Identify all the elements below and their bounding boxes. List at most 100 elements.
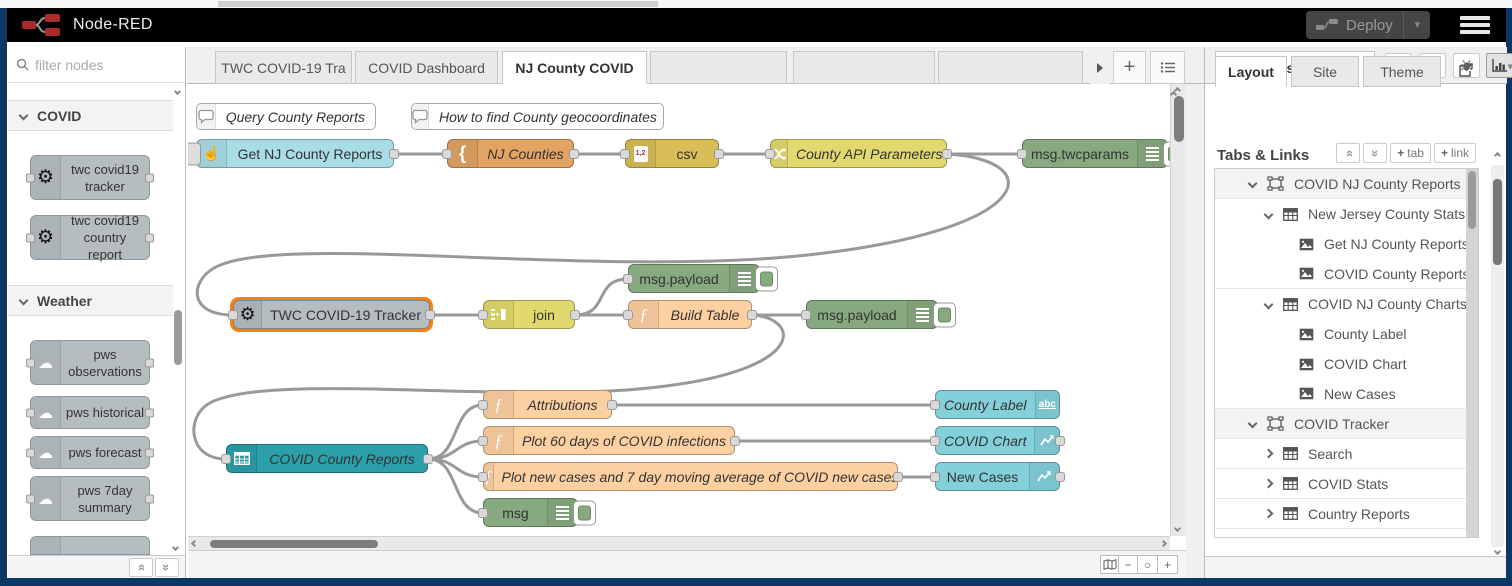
palette-node-clipped[interactable] — [30, 536, 150, 555]
node-debug-msg-payload-1[interactable]: msg.payload — [623, 264, 778, 293]
sidebar-scrollbar[interactable] — [1491, 165, 1504, 547]
node-function-build-table[interactable]: ƒ Build Table — [623, 300, 757, 329]
sidebar-options-caret[interactable]: ▾ — [1507, 61, 1512, 73]
tree-item-new-jersey-county-stats[interactable]: New Jersey County Stats — [1215, 199, 1478, 229]
expand-all-button[interactable]: » — [1363, 143, 1388, 163]
port-in[interactable] — [478, 507, 488, 518]
search-input[interactable] — [35, 56, 165, 73]
port-in[interactable] — [801, 309, 811, 320]
debug-toggle-button[interactable] — [755, 266, 778, 291]
deploy-button[interactable]: Deploy ▾ — [1306, 11, 1430, 39]
port-in[interactable] — [442, 148, 452, 159]
port-in[interactable] — [478, 309, 488, 320]
port-in[interactable] — [620, 148, 630, 159]
chevron-right-icon[interactable] — [1263, 508, 1274, 519]
collapse-all-button[interactable]: » — [1336, 143, 1361, 163]
node-ui-table-covid-county-reports[interactable]: COVID County Reports — [221, 444, 433, 473]
flow-tab-covid-dashboard[interactable]: COVID Dashboard — [355, 51, 498, 84]
node-function-plot-60-days[interactable]: ƒ Plot 60 days of COVID infections — [478, 426, 740, 455]
flow-tab-nj-county-covid[interactable]: NJ County COVID — [502, 51, 647, 84]
tree-item-county-label[interactable]: County Label — [1215, 319, 1478, 349]
port-out[interactable] — [747, 309, 757, 320]
scrollbar-thumb[interactable] — [210, 540, 378, 548]
tree-item-covid-tracker[interactable]: COVID Tracker — [1215, 409, 1478, 439]
node-change-county-api-parameters[interactable]: County API Parameters — [765, 139, 952, 168]
debug-bug-button[interactable] — [1453, 53, 1480, 78]
zoom-out-button[interactable]: − — [1118, 555, 1138, 574]
palette-scroll-down-icon[interactable] — [171, 543, 180, 552]
port-out[interactable] — [893, 471, 903, 482]
palette-search[interactable] — [8, 47, 185, 83]
debug-toggle-button[interactable] — [1163, 141, 1170, 166]
node-csv[interactable]: 1,2 csv — [620, 139, 724, 168]
palette-category-weather[interactable]: Weather — [8, 285, 173, 316]
debug-toggle-button[interactable] — [933, 302, 956, 327]
port-out[interactable] — [607, 399, 617, 410]
zoom-in-button[interactable]: + — [1158, 555, 1178, 574]
palette-category-covid[interactable]: COVID — [8, 100, 173, 131]
chevron-right-icon[interactable] — [1263, 448, 1274, 459]
add-tab-button[interactable]: +tab — [1390, 143, 1431, 163]
port-in[interactable] — [765, 148, 775, 159]
flow-list-button[interactable] — [1150, 51, 1185, 84]
comment-node-query-county-reports[interactable]: Query County Reports — [196, 103, 376, 130]
palette-scrollbar[interactable] — [173, 91, 183, 543]
tab-theme[interactable]: Theme — [1363, 56, 1441, 87]
port-out[interactable] — [569, 148, 579, 159]
expand-all-button[interactable]: » — [155, 557, 179, 577]
tree-item-country-reports[interactable]: Country Reports — [1215, 499, 1478, 529]
port-in[interactable] — [478, 399, 488, 410]
tree-item-get-nj-county-reports[interactable]: Get NJ County Reports — [1215, 229, 1478, 259]
port-in[interactable] — [930, 435, 940, 446]
port-in[interactable] — [478, 435, 488, 446]
collapse-all-button[interactable]: » — [129, 557, 153, 577]
tab-scroll-right-button[interactable] — [1090, 51, 1110, 84]
palette-node-twc-covid19-country-report[interactable]: ⚙ twc covid19 country report — [26, 213, 154, 262]
node-join[interactable]: join — [478, 300, 580, 329]
port-out[interactable] — [714, 148, 724, 159]
palette-node-pws-7day-summary[interactable]: ☁ pws 7day summary — [26, 476, 154, 521]
port-out[interactable] — [389, 148, 399, 159]
port-out[interactable] — [425, 309, 435, 320]
chevron-down-icon[interactable] — [1263, 299, 1274, 309]
port-out[interactable] — [423, 453, 433, 464]
palette-node-pws-observations[interactable]: ☁ pws observations — [26, 340, 154, 385]
port-out[interactable] — [730, 435, 740, 446]
port-in[interactable] — [930, 471, 940, 482]
node-ui-chart-new-cases[interactable]: New Cases — [930, 462, 1065, 491]
palette-scrollbar-thumb[interactable] — [174, 310, 182, 365]
deploy-dropdown-caret[interactable]: ▾ — [1403, 11, 1430, 39]
flow-tab-empty[interactable] — [938, 51, 1083, 84]
flow-canvas[interactable]: Query County Reports How to find County … — [188, 84, 1170, 536]
chevron-right-icon[interactable] — [1263, 478, 1274, 489]
scroll-down-icon[interactable] — [1173, 524, 1182, 533]
node-function-attributions[interactable]: ƒ Attributions — [478, 390, 617, 419]
chevron-down-icon[interactable] — [1247, 178, 1258, 189]
node-debug-msg-payload-2[interactable]: msg.payload — [801, 300, 956, 329]
tree-item-covid-county-reports[interactable]: COVID County Reports — [1215, 259, 1478, 289]
port-out[interactable] — [1055, 435, 1065, 446]
tab-layout[interactable]: Layout — [1215, 56, 1287, 87]
node-template-nj-counties[interactable]: { NJ Counties — [442, 139, 579, 168]
palette-node-twc-covid19-tracker[interactable]: ⚙ twc covid19 tracker — [26, 155, 154, 200]
tree-item-covid-nj-county-charts[interactable]: COVID NJ County Charts — [1215, 289, 1478, 319]
main-menu-button[interactable] — [1458, 14, 1492, 36]
node-twc-covid19-tracker[interactable]: ⚙ TWC COVID-19 Tracker — [228, 300, 435, 329]
sidebar-scroll-down-icon[interactable] — [1493, 547, 1502, 556]
port-in[interactable] — [623, 309, 633, 320]
scrollbar-thumb[interactable] — [1468, 171, 1476, 229]
node-ui-text-county-label[interactable]: County Label abc — [930, 390, 1060, 419]
scroll-left-icon[interactable] — [190, 539, 199, 548]
flow-tab-empty[interactable] — [793, 51, 935, 84]
port-in[interactable] — [623, 273, 633, 284]
tree-item-search[interactable]: Search — [1215, 439, 1478, 469]
canvas-horizontal-scrollbar[interactable] — [188, 536, 1170, 550]
tree-item-new-cases[interactable]: New Cases — [1215, 379, 1478, 409]
port-in[interactable] — [228, 309, 238, 320]
flow-tab-empty[interactable] — [650, 51, 787, 84]
sidebar-splitter[interactable] — [1186, 84, 1204, 578]
port-in[interactable] — [930, 399, 940, 410]
node-inject-get-nj-county-reports[interactable]: ☝ Get NJ County Reports — [188, 139, 399, 168]
sidebar-scroll-up-icon[interactable] — [1493, 151, 1502, 160]
open-dashboard-external-link-icon[interactable] — [1458, 62, 1474, 78]
